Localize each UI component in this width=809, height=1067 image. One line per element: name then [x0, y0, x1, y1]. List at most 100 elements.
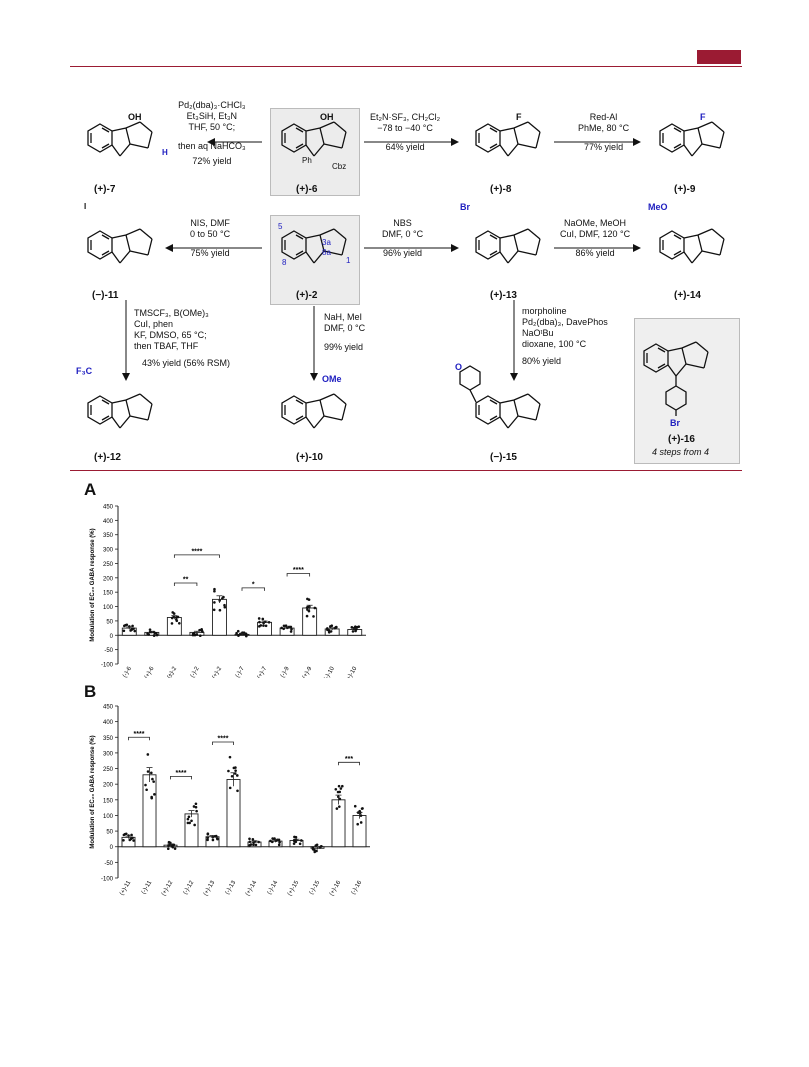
panel-b-chart: -100-50050100150200250300350400450Modula… — [90, 705, 370, 897]
data-point — [222, 595, 225, 599]
data-point — [213, 601, 216, 604]
conditions-6-to-8: Et₂N·SF₃, CH₂Cl₂ −78 to −40 °C 64% yield — [370, 112, 441, 152]
x-tick-label: (-)-11 — [141, 879, 154, 895]
data-point — [248, 844, 251, 847]
data-point — [155, 633, 159, 637]
y-tick-label: 200 — [103, 783, 114, 789]
data-point — [327, 629, 331, 632]
significance-label: **** — [293, 567, 304, 574]
data-point — [145, 788, 148, 792]
x-tick-label: (-)-10 — [323, 665, 336, 678]
atom-br-13: Br — [460, 202, 471, 212]
data-point — [172, 612, 176, 615]
x-tick-label: (+)-13 — [203, 879, 217, 897]
label-compound-8: (+)-8 — [490, 184, 512, 195]
data-point — [273, 837, 276, 840]
data-point — [359, 814, 363, 817]
atom-oh-7: OH — [128, 112, 142, 122]
x-tick-label: (+)-6 — [144, 665, 156, 678]
data-point — [270, 840, 274, 844]
data-point — [251, 837, 255, 841]
significance-bracket — [128, 736, 150, 741]
y-tick-label: 250 — [103, 767, 114, 773]
data-point — [337, 784, 341, 788]
section-rule — [70, 470, 742, 471]
y-tick-label: 150 — [103, 591, 114, 597]
label-compound-11: (−)-11 — [92, 290, 119, 301]
significance-label: **** — [134, 731, 145, 738]
atom-i-11: I — [84, 202, 87, 211]
significance-bracket — [170, 775, 192, 780]
significance-bracket — [173, 582, 198, 586]
synthesis-scheme: OH OH F F Ph Cbz H I Br MeO 5 3a 8a 8 1 … — [70, 90, 742, 468]
conditions-8-to-9: Red-Al PhMe, 80 °C 77% yield — [578, 112, 630, 152]
y-tick-label: -50 — [104, 861, 113, 867]
data-point — [227, 769, 230, 773]
numbering-5: 5 — [278, 222, 283, 231]
data-point — [252, 843, 255, 847]
data-point — [335, 625, 338, 629]
significance-bracket — [173, 554, 220, 558]
data-point — [191, 633, 195, 637]
data-point — [350, 626, 354, 629]
data-point — [244, 632, 248, 636]
data-point — [124, 832, 128, 836]
significance-bracket — [241, 587, 265, 591]
data-point — [228, 786, 232, 790]
data-point — [198, 634, 202, 638]
data-point — [177, 621, 181, 625]
x-tick-label: (-)-6 — [122, 665, 133, 678]
y-tick-label: 450 — [103, 505, 114, 511]
data-point — [192, 805, 196, 808]
panel-a-letter: A — [84, 480, 97, 499]
y-tick-label: 400 — [103, 720, 114, 726]
data-point — [353, 804, 357, 808]
label-compound-9: (+)-9 — [674, 184, 696, 195]
data-point — [320, 844, 323, 848]
bar — [352, 815, 367, 848]
data-point — [338, 805, 341, 808]
atom-o-15: O — [455, 362, 463, 372]
data-point — [359, 821, 363, 824]
x-tick-label: (+)-10 — [345, 665, 359, 678]
data-point — [123, 624, 126, 628]
note-compound-16: 4 steps from 4 — [652, 447, 710, 457]
y-tick-label: 400 — [103, 519, 114, 525]
data-point — [133, 629, 137, 633]
data-point — [152, 634, 156, 637]
data-point — [339, 787, 343, 790]
label-compound-2: (+)-2 — [296, 290, 318, 301]
atom-f-8: F — [516, 112, 522, 122]
label-compound-16: (+)-16 — [668, 434, 695, 445]
data-point — [218, 608, 222, 612]
conditions-6-to-7: Pd₂(dba)₃·CHCl₃ Et₃SiH, Et₃N THF, 50 °C;… — [178, 100, 246, 166]
data-point — [171, 845, 175, 849]
data-point — [206, 838, 209, 842]
y-axis-label: Modulation of EC₂₀ GABA response (%) — [90, 735, 96, 848]
data-point — [130, 628, 134, 631]
data-point — [148, 628, 152, 631]
data-point — [122, 629, 126, 633]
atom-meo-14: MeO — [648, 202, 668, 212]
data-point — [282, 624, 286, 628]
data-point — [213, 589, 216, 593]
data-point — [258, 620, 261, 624]
data-point — [329, 630, 333, 633]
data-point — [206, 832, 210, 835]
significance-label: *** — [345, 756, 353, 763]
data-point — [167, 844, 170, 847]
data-point — [122, 838, 125, 842]
y-tick-label: -50 — [104, 648, 113, 654]
data-point — [290, 627, 293, 631]
data-point — [213, 587, 216, 591]
data-point — [314, 844, 318, 847]
data-point — [171, 843, 174, 847]
data-point — [335, 807, 339, 810]
data-point — [211, 838, 215, 842]
data-point — [230, 774, 234, 778]
data-point — [278, 841, 281, 844]
data-point — [147, 633, 151, 636]
data-point — [214, 834, 218, 838]
x-tick-label: (+)-7 — [257, 665, 269, 678]
